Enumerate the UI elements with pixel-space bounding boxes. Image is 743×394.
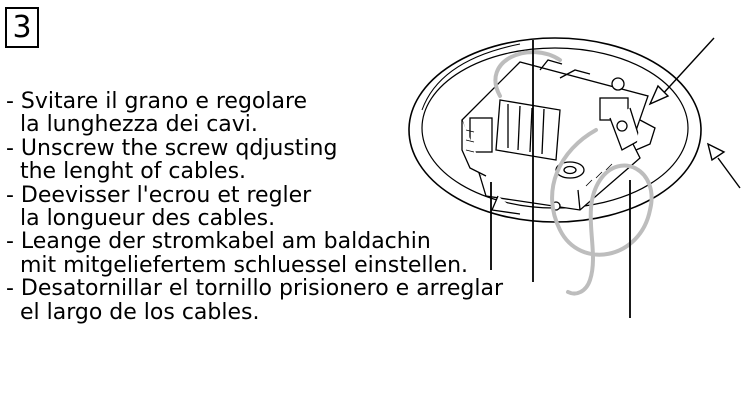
step-number-box: 3 xyxy=(5,7,39,48)
instruction-line-fr-1: - Deevisser l'ecrou et regler xyxy=(6,182,312,208)
instruction-line-en-2: the lenght of cables. xyxy=(6,159,247,185)
instruction-line-de-1: - Leange der stromkabel am baldachin xyxy=(6,229,431,255)
step-number: 3 xyxy=(12,10,32,45)
adjustment-arrows xyxy=(648,37,741,189)
instruction-line-de-2: mit mitgeliefertem schluessel einstellen… xyxy=(6,252,469,278)
instruction-line-es-1: - Desatornillar el tornillo prisionero e… xyxy=(6,276,504,302)
bracket-hatching xyxy=(465,129,613,187)
instruction-line-it-2: la lunghezza dei cavi. xyxy=(6,112,258,138)
leader-lines xyxy=(490,40,631,318)
power-cable xyxy=(550,128,654,296)
power-cable-loop xyxy=(493,50,562,98)
mounting-bracket xyxy=(461,59,656,215)
instruction-line-es-2: el largo de los cables. xyxy=(6,299,260,325)
instruction-line-fr-2: la longueur des cables. xyxy=(6,206,276,232)
instruction-line-it-1: - Svitare il grano e regolare xyxy=(6,89,308,114)
instruction-line-en-1: - Unscrew the screw qdjusting xyxy=(6,135,338,161)
instruction-list: - Svitare il grano e regolare la lunghez… xyxy=(6,90,646,324)
